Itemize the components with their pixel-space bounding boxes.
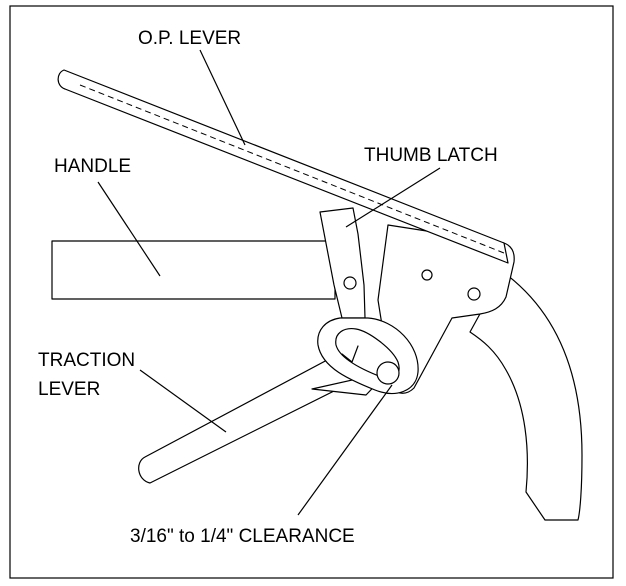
label-thumb-latch: THUMB LATCH	[364, 145, 498, 166]
bracket-hole-large	[467, 287, 481, 301]
op-lever	[57, 69, 509, 264]
leader-handle	[97, 181, 161, 277]
curved-guard	[469, 271, 583, 521]
label-traction-lever-line2: LEVER	[38, 379, 100, 400]
leader-clearance	[297, 384, 393, 516]
label-handle: HANDLE	[54, 156, 131, 177]
bracket-hole-small	[421, 269, 433, 281]
leader-op-lever	[199, 49, 246, 146]
latch-pivot-hole	[343, 276, 357, 290]
leader-traction-lever	[139, 369, 227, 433]
op-lever-hidden-edge	[79, 84, 505, 254]
thumb-latch	[319, 207, 366, 319]
cam-notch	[341, 345, 359, 363]
handle-bar	[51, 240, 336, 300]
label-clearance: 3/16" to 1/4" CLEARANCE	[130, 526, 355, 547]
label-traction-lever-line1: TRACTION	[38, 350, 135, 371]
leader-thumb-latch	[345, 167, 441, 228]
clearance-pin	[376, 361, 400, 385]
label-op-lever: O.P. LEVER	[138, 28, 241, 49]
